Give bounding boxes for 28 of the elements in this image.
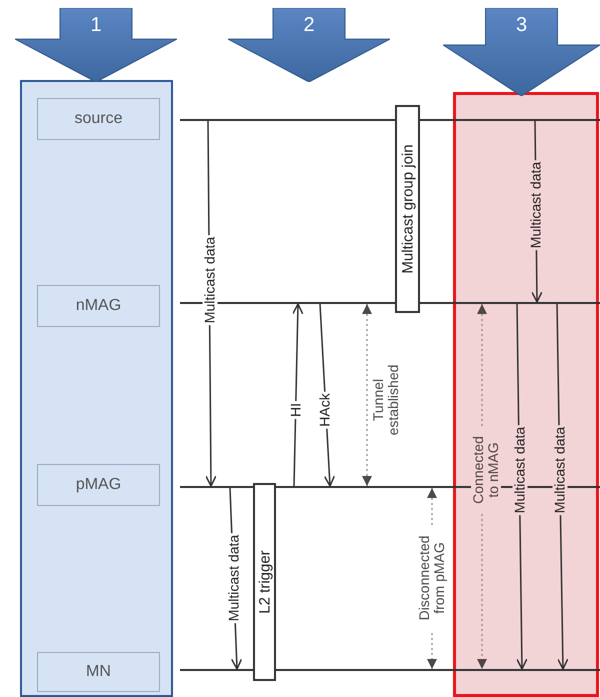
event-box: L2 trigger xyxy=(253,483,276,681)
entity-label-box: source xyxy=(37,98,160,140)
edge-label: Multicast data xyxy=(552,424,568,516)
lane-panel xyxy=(20,80,173,697)
edge-label: Connected to nMAG xyxy=(471,428,501,512)
step-number: 2 xyxy=(302,14,316,37)
down-arrow-shape xyxy=(228,8,390,82)
edge-label: Multicast data xyxy=(528,160,544,250)
lifeline xyxy=(180,302,600,304)
down-arrow-shape xyxy=(443,8,600,96)
edge-label: Multicast data xyxy=(202,234,217,326)
message-arrow xyxy=(292,303,304,486)
lifeline xyxy=(180,119,600,121)
edge-label: Disconnected from pMAG xyxy=(417,526,447,630)
event-box: Multicast group join xyxy=(395,105,420,313)
edge-label: HAck xyxy=(318,391,332,429)
entity-label-box: pMAG xyxy=(37,464,160,506)
interval-arrow xyxy=(362,304,372,486)
entity-label-box: MN xyxy=(37,652,160,692)
lifeline xyxy=(180,669,600,671)
down-arrow-shape xyxy=(15,8,177,82)
step-number: 1 xyxy=(89,14,103,37)
edge-label: HI xyxy=(288,401,304,419)
entity-label-box: nMAG xyxy=(37,285,160,327)
edge-label: Tunnel established xyxy=(371,364,401,438)
edge-label: Multicast data xyxy=(226,532,241,624)
edge-label: Multicast data xyxy=(512,424,527,516)
step-number: 3 xyxy=(514,14,528,37)
